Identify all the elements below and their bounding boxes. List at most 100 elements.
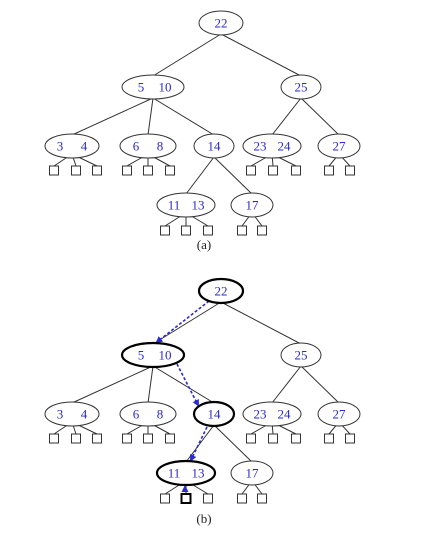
tree-b-node-n1113: 11 13 bbox=[155, 459, 217, 487]
tree-b-leaf bbox=[291, 433, 301, 444]
tree-b-edge-n14-n17 bbox=[213, 424, 253, 463]
tree-a-leaf-edge bbox=[153, 156, 171, 167]
tree-a-edge-n510-n68 bbox=[147, 97, 154, 136]
tree-a-leaf-edge bbox=[72, 156, 77, 167]
tree-a-leaf bbox=[203, 225, 213, 236]
tree-b-edge-n510-n68 bbox=[147, 365, 154, 404]
tree-a-edge-root-n510 bbox=[152, 33, 222, 77]
tree-b-leaf-edge bbox=[277, 424, 297, 435]
tree-a-node-key: 3 bbox=[57, 139, 64, 154]
tree-b-leaf-edge bbox=[341, 424, 351, 435]
tree-b-leaf bbox=[165, 433, 175, 444]
tree-b-node-shape bbox=[242, 401, 302, 427]
tree-a-node-shape bbox=[156, 192, 216, 218]
tree-b-node-key: 23 bbox=[254, 407, 267, 422]
tree-b-edge-n14-n1113 bbox=[185, 424, 215, 463]
tree-b-leaf-edge bbox=[53, 424, 68, 435]
tree-b-node-n2324: 23 24 bbox=[242, 401, 302, 427]
tree-b-leaf bbox=[71, 433, 81, 444]
tree-b-edge-n25-n2324 bbox=[271, 365, 302, 404]
tree-a-leaf bbox=[237, 225, 247, 236]
tree-a-node-key: 6 bbox=[133, 139, 140, 154]
tree-a-leaf-edge bbox=[241, 215, 250, 227]
tree-b-node-key: 11 bbox=[168, 466, 181, 481]
tree-b-node-shape bbox=[119, 401, 177, 427]
tree-b-leaf-target bbox=[180, 493, 192, 504]
tree-a-leaf bbox=[257, 225, 267, 236]
tree-a-node-n25: 25 bbox=[280, 74, 322, 100]
tree-a-node-key: 10 bbox=[159, 80, 172, 95]
tree-b-leaf bbox=[237, 493, 247, 504]
tree-b-node-key: 6 bbox=[133, 407, 140, 422]
tree-b-leaf bbox=[203, 493, 213, 504]
tree-a-node-shape bbox=[242, 133, 302, 159]
tree-a-node-shape bbox=[44, 133, 100, 159]
tree-a-node-key: 4 bbox=[81, 139, 88, 154]
tree-b-leaf bbox=[160, 493, 170, 504]
tree-b-node-shape bbox=[44, 401, 100, 427]
tree-a-node-n27: 27 bbox=[317, 133, 361, 159]
tree-a-node-shape bbox=[230, 192, 274, 218]
search-path-arrow-2 bbox=[176, 363, 199, 407]
tree-a-node-n1113: 11 13 bbox=[156, 192, 216, 218]
tree-a-node-shape bbox=[119, 133, 177, 159]
tree-b-edge-n510-n14 bbox=[152, 365, 215, 404]
tree-b-node-n510: 5 10 bbox=[120, 341, 186, 369]
tree-a-leaf-edge bbox=[328, 156, 337, 167]
tree-a-leaf bbox=[181, 225, 191, 236]
search-path-arrow-3 bbox=[190, 426, 208, 462]
tree-b-leaf-edge bbox=[328, 424, 337, 435]
tree-b-leaf-edge bbox=[254, 483, 263, 495]
tree-b-leaf bbox=[143, 433, 153, 444]
tree-b-leaf bbox=[257, 493, 267, 504]
tree-b-node-key: 10 bbox=[159, 348, 172, 363]
tree-b-node-key: 25 bbox=[295, 348, 308, 363]
tree-a-node-key: 23 bbox=[254, 139, 267, 154]
tree-b-leaf-edge bbox=[191, 483, 209, 495]
tree-a-leaf-edge bbox=[126, 156, 143, 167]
tree-a-node-key: 11 bbox=[168, 198, 181, 213]
tree-b-node-shape bbox=[317, 401, 361, 427]
tree-a-leaf bbox=[143, 165, 153, 176]
tree-b-leaf-edge bbox=[271, 424, 274, 435]
tree-a-node-shape bbox=[198, 10, 244, 36]
tree-b-node-n27: 27 bbox=[317, 401, 361, 427]
tree-a-leaf bbox=[160, 225, 170, 236]
tree-b-leaf bbox=[345, 433, 355, 444]
tree-a-leaf bbox=[345, 165, 355, 176]
tree-a-leaf bbox=[246, 165, 256, 176]
search-path-arrow-1 bbox=[155, 300, 210, 344]
tree-b-leaf-edge bbox=[72, 424, 77, 435]
tree-b-node-key: 27 bbox=[333, 407, 347, 422]
tree-a-leaf-edge bbox=[78, 156, 98, 167]
tree-a-node-key: 13 bbox=[192, 198, 205, 213]
tree-a-leaf bbox=[92, 165, 102, 176]
tree-b-node-key: 8 bbox=[157, 407, 164, 422]
tree-a-node-n17: 17 bbox=[230, 192, 274, 218]
tree-b-node-shape bbox=[230, 460, 274, 486]
tree-a-node-key: 8 bbox=[157, 139, 164, 154]
tree-b-leaf bbox=[324, 433, 334, 444]
tree-a-leaf-edge bbox=[341, 156, 351, 167]
tree-a-leaf-edge bbox=[53, 156, 68, 167]
tree-b-leaf-edge bbox=[153, 424, 171, 435]
tree-a-edge-n510-n14 bbox=[152, 97, 215, 136]
tree-a-edge-n14-n1113 bbox=[185, 156, 215, 195]
tree-b-node-key: 13 bbox=[192, 466, 205, 481]
tree-b-node-key: 24 bbox=[278, 407, 292, 422]
tree-a-node-shape bbox=[317, 133, 361, 159]
tree-a-node-key: 25 bbox=[295, 80, 308, 95]
tree-a-leaf bbox=[268, 165, 278, 176]
tree-a-leaf-edge bbox=[254, 215, 263, 227]
tree-b-leaf-edge bbox=[78, 424, 98, 435]
tree-b-node-root: 22 bbox=[197, 277, 245, 305]
tree-b-node-n25: 25 bbox=[280, 342, 322, 368]
tree-a-node-key: 22 bbox=[215, 16, 228, 31]
tree-b-edge-n510-n34 bbox=[71, 365, 154, 404]
tree-b-node-key: 14 bbox=[208, 407, 222, 422]
tree-b-node-key: 5 bbox=[138, 348, 145, 363]
